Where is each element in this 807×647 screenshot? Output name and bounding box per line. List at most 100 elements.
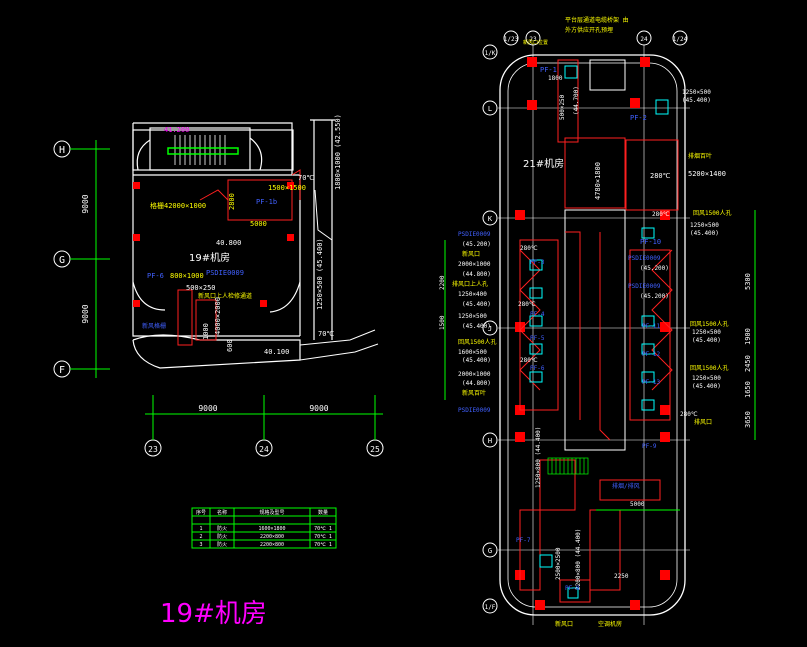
pf-label: PF-9 xyxy=(642,443,657,450)
dim-h-1: 9000 xyxy=(198,404,217,413)
top-note-b: 外方供应开孔预埋 xyxy=(565,26,613,34)
axis-left-label: H xyxy=(488,437,492,445)
grill-hatch xyxy=(547,457,589,475)
note-e: 排烟百叶 xyxy=(688,152,712,160)
table-cell: 1600×1800 xyxy=(258,526,285,532)
table-header: 名称 xyxy=(217,509,227,516)
dim-2450: 2450 xyxy=(744,355,752,372)
table-cell: 70℃ 1 xyxy=(314,534,332,540)
room2-label: 21#机房 xyxy=(523,157,564,170)
dim-1800: 1800 xyxy=(548,75,563,82)
pf-label: PF-8 xyxy=(565,585,580,592)
psdie: PSDIE0009 xyxy=(628,255,661,262)
elev-bot: 40.100 xyxy=(264,348,289,356)
duct-500: 500×250 xyxy=(559,94,566,120)
duct-1250: 1250×500 xyxy=(690,222,719,229)
pf-label: PF-7 xyxy=(516,537,531,544)
elev-45400: (45.400) xyxy=(462,357,491,364)
inner-wall xyxy=(507,62,678,608)
duct-1250b: 1250×400 xyxy=(458,291,487,298)
temp2: 70℃ xyxy=(318,330,334,338)
axis-left-label: J xyxy=(488,325,492,333)
pf-label: PF-3 xyxy=(530,259,545,266)
dim-h-2: 9000 xyxy=(309,404,328,413)
dim-c: 4000×2000 xyxy=(214,297,222,335)
duct-1250x800: 1250×800 (44.400) xyxy=(535,427,542,488)
axis-col-label: 25 xyxy=(370,445,380,454)
table-header: 序号 xyxy=(196,509,206,516)
axis-left-label: K xyxy=(488,215,493,223)
left-plan: H G F 23 24 25 xyxy=(53,114,384,629)
duct-1250: 1250×500 xyxy=(692,329,721,336)
note-h: 排风口上人孔 xyxy=(452,280,488,288)
pf-label: PF-10 xyxy=(640,238,661,246)
axis-left-label: 1/F xyxy=(485,604,496,611)
axis-row-G: G xyxy=(53,250,71,268)
smoke: 排烟/排风 xyxy=(612,482,640,490)
pf-label: PF-5 xyxy=(530,335,545,342)
right-ducts xyxy=(519,59,679,603)
stair-rail xyxy=(167,147,239,155)
elev-44800: (44.800) xyxy=(462,380,491,387)
left-ducts xyxy=(177,169,301,346)
axis-row-H: H xyxy=(53,140,71,158)
table-cell: 70℃ 1 xyxy=(314,526,332,532)
elev-45400: (45.400) xyxy=(462,323,491,330)
table-cell: 防火 xyxy=(217,525,227,532)
note-g: 新风口 xyxy=(462,250,480,258)
top-note-a: 平台层通道电缆桥架 由 xyxy=(565,16,629,24)
duct-2500: 2500×2500 xyxy=(555,547,562,580)
axis-top-label: 24 xyxy=(640,36,648,43)
temp-280: 280℃ xyxy=(652,211,670,218)
duct-4780: 4780×1800 xyxy=(594,162,602,200)
elev-45200: (45.200) xyxy=(640,265,669,272)
duct-c: 2800 xyxy=(228,193,236,210)
table-header: 数量 xyxy=(318,509,328,516)
dim-5000: 5000 xyxy=(630,501,645,508)
dim-v-1: 9000 xyxy=(81,194,90,213)
duct-v2: 1250×500 (45.400) xyxy=(316,238,324,310)
outer-wall xyxy=(499,54,686,616)
fan-label: PF-6 xyxy=(147,272,164,280)
note-g: 新风口 xyxy=(555,620,573,628)
duct-5200: 5200×1400 xyxy=(688,170,726,178)
table-cell: 3 xyxy=(199,542,202,548)
axis-row-label: H xyxy=(59,145,65,156)
elev-44800: (44.800) xyxy=(462,271,491,278)
elev-45200: (45.200) xyxy=(462,241,491,248)
columns xyxy=(133,182,294,307)
axis-left-label: L xyxy=(488,105,492,113)
table-cell: 防火 xyxy=(217,533,227,540)
table-cell: 2 xyxy=(199,534,202,540)
dim-1650: 1650 xyxy=(744,381,752,398)
note-f: 排风口 xyxy=(694,418,712,426)
note-b: 新风口上人检修通道 xyxy=(198,292,252,300)
temp-280: 280℃ xyxy=(520,357,538,364)
vent-label: PF-1b xyxy=(256,198,277,206)
pf-label: PF-12 xyxy=(642,351,660,358)
elev-45400: (45.400) xyxy=(462,301,491,308)
axis-top-label: 1/23 xyxy=(504,36,519,43)
note-c: 新风格栅 xyxy=(142,322,166,330)
axis-left: L K J H G 1/F xyxy=(482,100,498,614)
elev-45400: (45.400) xyxy=(690,230,719,237)
staircase xyxy=(174,135,226,165)
duct-1250: 1250×500 xyxy=(458,313,487,320)
elev-45400: (45.400) xyxy=(692,337,721,344)
axis-col-label: 23 xyxy=(148,445,158,454)
pf-label: PF-4 xyxy=(530,311,545,318)
drawing-title: 19#机房 xyxy=(160,599,267,629)
pf-label: PF-13 xyxy=(642,379,660,386)
table-cell: 70℃ 1 xyxy=(314,542,332,548)
equipment-table: 序号 名称 规格及型号 数量 1 防火 1600×1800 70℃ 1 2 防火… xyxy=(191,507,337,549)
dimension-lines xyxy=(70,140,383,440)
dim-b: 600 xyxy=(226,339,234,352)
axis-row-label: F xyxy=(59,365,65,376)
table-header: 规格及型号 xyxy=(259,509,284,516)
axis-col-25: 25 xyxy=(366,439,384,457)
dim-1900: 1900 xyxy=(744,328,752,345)
temp-280: 280℃ xyxy=(680,411,698,418)
pf-label: PF-6 xyxy=(530,365,545,372)
duct-1250: 1250×500 xyxy=(682,89,711,96)
size-a: 800×1000 xyxy=(170,272,204,280)
